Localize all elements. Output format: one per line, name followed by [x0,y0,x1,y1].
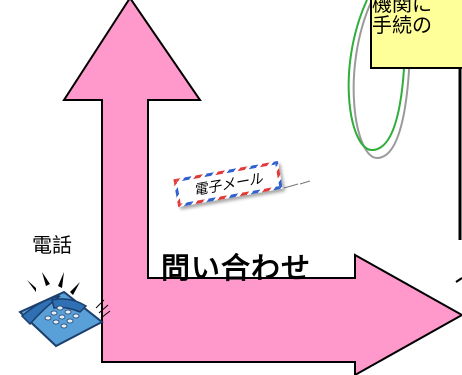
border-tick [455,277,462,283]
motion-line-2 [299,180,311,185]
note-line-1: 機関に [372,0,432,15]
curve-gray [352,0,412,160]
inquiry-arrow [62,0,462,375]
inquiry-label: 問い合わせ [161,251,312,285]
motion-line-1 [283,183,299,189]
note-text: 機関に 手続の [372,0,462,36]
curve-green [347,0,407,152]
note-line-2: 手続の [372,15,432,36]
phone-label: 電話 [32,233,72,257]
note-box [370,0,462,69]
phone-icon [18,272,111,348]
